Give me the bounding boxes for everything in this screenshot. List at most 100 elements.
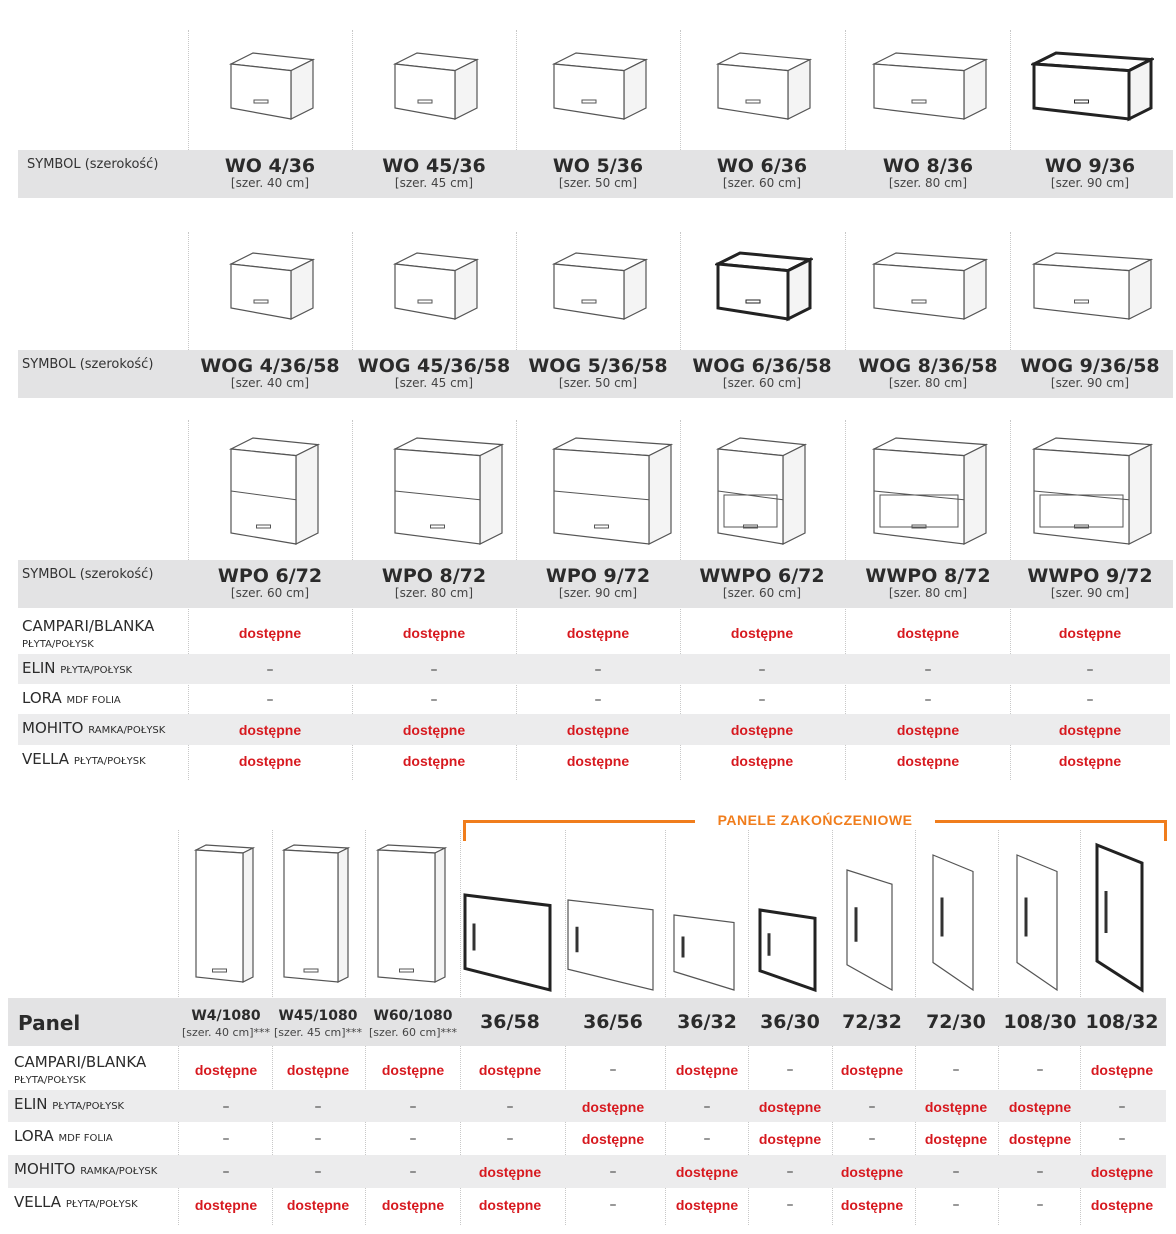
symbol-size: [szer. 90 cm] <box>1050 376 1130 390</box>
symbol-name: WO 4/36 <box>224 155 316 177</box>
symbol-name: WO 9/36 <box>1044 155 1136 177</box>
column-divider <box>845 232 846 398</box>
column-divider <box>516 30 517 198</box>
panel-group-label: PANELE ZAKOŃCZENIOWE <box>695 812 935 828</box>
symbol-cell: WWPO 8/72[szer. 80 cm] <box>848 566 1008 600</box>
tall-cabinet-image <box>375 842 448 989</box>
availability-cell: dostępne <box>675 1164 739 1180</box>
availability-cell: – <box>703 1099 711 1115</box>
cabinet-image <box>715 50 813 126</box>
panel-symbol: 36/30 <box>760 1011 820 1033</box>
panel-size: [szer. 40 cm]*** <box>181 1026 271 1039</box>
symbol-size: [szer. 40 cm] <box>230 376 310 390</box>
availability-cell: dostępne <box>730 625 794 641</box>
cabinet-image <box>551 50 649 126</box>
symbol-label: SYMBOL (szerokość) <box>22 567 154 582</box>
symbol-size: [szer. 90 cm] <box>1050 176 1130 190</box>
availability-cell: – <box>409 1131 417 1147</box>
material-name: MOHITO RAMKA/POŁYSK <box>14 1161 157 1180</box>
panel-column-header: 108/30 <box>990 1012 1090 1032</box>
end-panel-image <box>930 852 982 998</box>
symbol-cell: WO 8/36[szer. 80 cm] <box>848 156 1008 190</box>
panel-column-header: 36/30 <box>740 1012 840 1032</box>
availability-cell: – <box>314 1131 322 1147</box>
tall-cabinet-image <box>281 842 351 989</box>
panel-symbol: 72/30 <box>926 1011 986 1033</box>
material-finish: MDF FOLIA <box>58 1133 113 1144</box>
panel-symbol: 108/30 <box>1003 1011 1077 1033</box>
symbol-size: [szer. 80 cm] <box>394 586 474 600</box>
symbol-cell: WOG 8/36/58[szer. 80 cm] <box>848 356 1008 390</box>
symbol-cell: WOG 6/36/58[szer. 60 cm] <box>682 356 842 390</box>
availability-cell: – <box>430 662 438 678</box>
panel-symbol: 36/56 <box>583 1011 643 1033</box>
material-finish: RAMKA/POŁYSK <box>88 725 166 736</box>
column-divider <box>352 30 353 198</box>
header-band <box>18 350 1173 398</box>
cabinet-image <box>551 250 649 326</box>
availability-cell: dostępne <box>381 1062 445 1078</box>
availability-cell: dostępne <box>286 1197 350 1213</box>
cabinet-image <box>1031 435 1154 551</box>
availability-cell: – <box>1036 1197 1044 1213</box>
panel-header-label: Panel <box>18 1011 81 1035</box>
availability-cell: – <box>594 662 602 678</box>
availability-cell: – <box>609 1164 617 1180</box>
symbol-name: WOG 6/36/58 <box>692 355 832 377</box>
symbol-name: WOG 8/36/58 <box>858 355 998 377</box>
panel-symbol: 36/58 <box>480 1011 540 1033</box>
material-finish: PŁYTA/POŁYSK <box>65 1199 138 1210</box>
panel-column-header: 36/32 <box>657 1012 757 1032</box>
availability-cell: dostępne <box>924 1099 988 1115</box>
availability-cell: dostępne <box>840 1197 904 1213</box>
material-label: CAMPARI/BLANKA <box>22 617 155 635</box>
availability-cell: dostępne <box>840 1164 904 1180</box>
availability-cell: – <box>609 1062 617 1078</box>
availability-cell: dostępne <box>581 1099 645 1115</box>
symbol-cell: WOG 4/36/58[szer. 40 cm] <box>190 356 350 390</box>
availability-cell: – <box>430 692 438 708</box>
panel-column-header: 108/32 <box>1072 1012 1172 1032</box>
material-name: VELLA PŁYTA/POŁYSK <box>22 751 146 770</box>
material-label: ELIN <box>22 659 56 677</box>
panel-size: [szer. 45 cm]*** <box>273 1026 363 1039</box>
availability-cell: dostępne <box>1008 1131 1072 1147</box>
panel-column-header: 36/58 <box>460 1012 560 1032</box>
cabinet-image <box>392 250 480 326</box>
availability-cell: dostępne <box>402 753 466 769</box>
cabinet-image <box>1031 250 1154 326</box>
symbol-cell: WO 4/36[szer. 40 cm] <box>190 156 350 190</box>
symbol-name: WPO 9/72 <box>545 565 651 587</box>
availability-cell: – <box>924 662 932 678</box>
availability-cell: – <box>1036 1062 1044 1078</box>
symbol-name: WO 8/36 <box>882 155 974 177</box>
availability-cell: – <box>409 1164 417 1180</box>
availability-cell: – <box>703 1131 711 1147</box>
symbol-name: WOG 45/36/58 <box>357 355 511 377</box>
panel-symbol: W60/1080 <box>373 1008 453 1024</box>
symbol-size: [szer. 50 cm] <box>558 376 638 390</box>
availability-cell: – <box>952 1062 960 1078</box>
availability-cell: – <box>868 1131 876 1147</box>
panel-column-header: 72/32 <box>822 1012 922 1032</box>
column-divider <box>352 232 353 398</box>
availability-cell: dostępne <box>286 1062 350 1078</box>
symbol-size: [szer. 60 cm] <box>722 586 802 600</box>
panel-column-header: 36/56 <box>563 1012 663 1032</box>
cabinet-image <box>228 250 316 326</box>
availability-cell: – <box>266 662 274 678</box>
availability-cell: dostępne <box>896 753 960 769</box>
availability-cell: dostępne <box>581 1131 645 1147</box>
symbol-size: [szer. 80 cm] <box>888 376 968 390</box>
availability-cell: – <box>1086 662 1094 678</box>
availability-cell: dostępne <box>840 1062 904 1078</box>
material-name: MOHITO RAMKA/POŁYSK <box>22 720 165 739</box>
end-panel-image <box>565 897 662 998</box>
symbol-name: WO 5/36 <box>552 155 644 177</box>
availability-cell: – <box>506 1131 514 1147</box>
material-label: VELLA <box>22 750 70 768</box>
availability-cell: – <box>222 1131 230 1147</box>
availability-cell: – <box>222 1099 230 1115</box>
